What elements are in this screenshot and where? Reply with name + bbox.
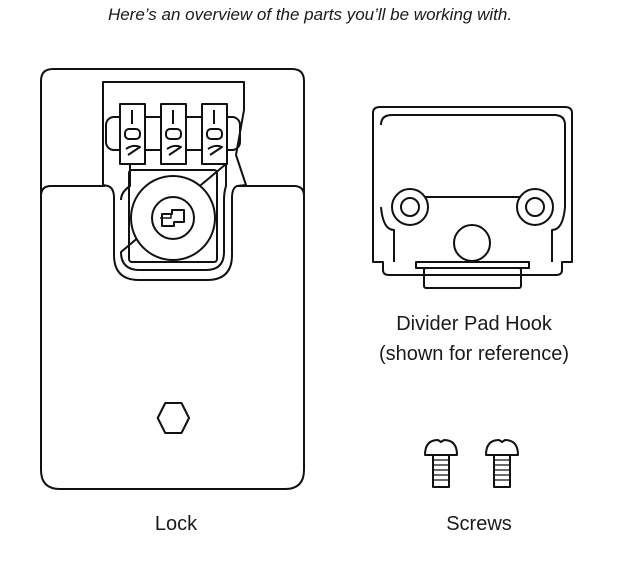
screws-illustration — [424, 439, 519, 488]
hook-inner — [380, 114, 566, 262]
screw-1 — [424, 439, 458, 488]
left-hole — [400, 197, 420, 217]
lock-illustration — [40, 68, 305, 490]
hook-label: Divider Pad Hook — [396, 313, 552, 335]
housing-inner-plate — [128, 169, 218, 263]
combination-dials — [119, 103, 228, 165]
right-hole-ring — [516, 188, 554, 226]
lock-body-outline — [40, 68, 305, 490]
combination-housing — [102, 81, 247, 281]
dial-digits — [124, 110, 223, 156]
keyway-icon — [161, 209, 185, 227]
lock-lower-cover — [40, 185, 305, 197]
keyway-ring — [151, 196, 195, 240]
center-boss — [453, 224, 491, 262]
screw-2 — [485, 439, 519, 488]
hook-label-note: (shown for reference) — [378, 343, 570, 365]
left-hole-ring — [391, 188, 429, 226]
lock-label: Lock — [154, 513, 198, 535]
hexagon-bolt-cover — [156, 402, 191, 434]
intro-caption: Here’s an overview of the parts you’ll b… — [107, 5, 513, 24]
hook-outer — [372, 106, 573, 276]
right-hole — [525, 197, 545, 217]
hook-tab — [423, 267, 522, 289]
key-lever-icon — [160, 214, 172, 219]
screws-label: Screws — [446, 513, 512, 535]
divider-pad-hook-illustration — [372, 106, 573, 289]
key-cylinder — [130, 175, 216, 261]
